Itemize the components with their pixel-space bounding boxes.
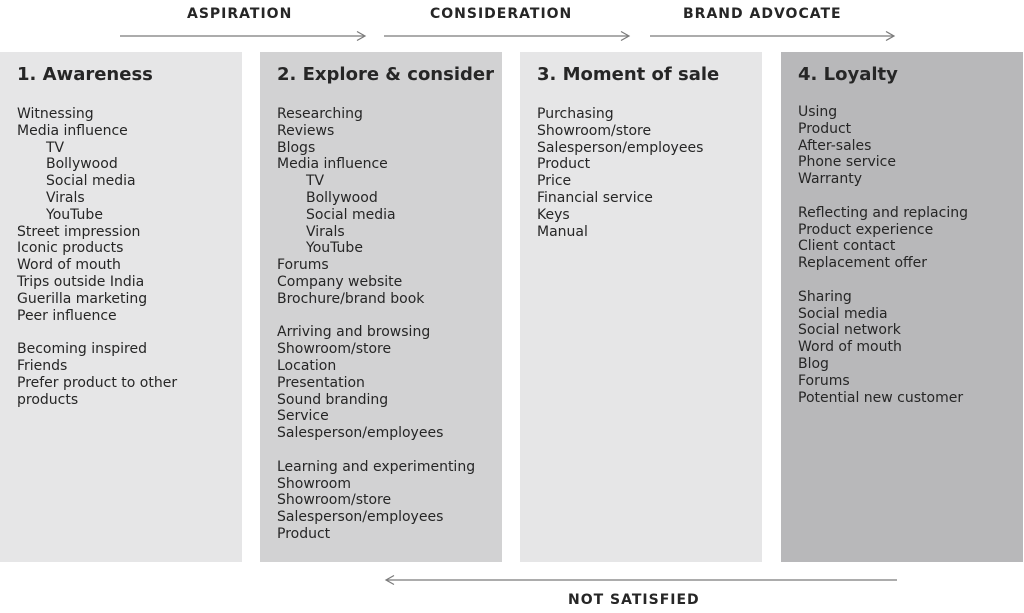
column-title: 3. Moment of sale (537, 64, 720, 85)
list-item: Guerilla marketing (17, 290, 148, 307)
list-item: Social media (798, 305, 888, 322)
column-title: 2. Explore & consider (277, 64, 494, 85)
list-item: Client contact (798, 238, 896, 255)
phase-label-aspiration: ASPIRATION (187, 6, 293, 22)
list-item: Forums (277, 257, 329, 274)
list-item: Showroom/store (537, 122, 652, 139)
list-item: Reflecting and replacing (798, 204, 968, 221)
list-subitem: TV (306, 173, 325, 190)
list-item: Brochure/brand book (277, 290, 425, 307)
list-item: Phone service (798, 154, 896, 171)
list-item: Warranty (798, 171, 863, 188)
list-item: Showroom (277, 475, 351, 492)
list-item: Media influence (277, 156, 388, 173)
list-subitem: YouTube (306, 240, 363, 257)
list-item: Purchasing (537, 106, 614, 122)
list-item: Service (277, 408, 329, 425)
list-item: Replacement offer (798, 255, 928, 272)
list-item: Arriving and browsing (277, 324, 431, 341)
list-item: Location (277, 357, 337, 374)
list-item: Product experience (798, 221, 934, 238)
list-subitem: Social media (46, 173, 136, 190)
list-item: Potential new customer (798, 389, 964, 406)
list-item: Product (798, 120, 852, 137)
column-title: 1. Awareness (17, 64, 153, 85)
list-item: Showroom/store (277, 492, 392, 509)
list-item: Word of mouth (17, 257, 121, 274)
list-subitem: Bollywood (306, 189, 378, 206)
list-item: Researching (277, 106, 363, 122)
list-item: Reviews (277, 122, 335, 139)
list-item: Keys (537, 206, 570, 223)
list-subitem: Virals (306, 223, 345, 240)
list-item: Salesperson/employees (277, 425, 444, 442)
list-subitem: Virals (46, 189, 85, 206)
list-item: Media influence (17, 122, 128, 139)
list-item: Peer influence (17, 307, 117, 324)
list-item: Forums (798, 372, 850, 389)
list-item: Sharing (798, 288, 852, 305)
list-item: Salesperson/employees (537, 139, 704, 156)
phase-label-consideration: CONSIDERATION (430, 6, 573, 22)
arrowhead-consideration (620, 30, 631, 42)
list-subitem: YouTube (46, 206, 103, 223)
list-item: Street impression (17, 223, 141, 240)
list-item: Word of mouth (798, 339, 902, 356)
not-satisfied-label: NOT SATISFIED (568, 592, 700, 608)
list-item: Using (798, 104, 838, 120)
list-item: Financial service (537, 189, 653, 206)
arrowhead-brand-advocate (885, 30, 896, 42)
list-item: Iconic products (17, 240, 124, 257)
list-item: Presentation (277, 374, 365, 391)
list-item: Friends (17, 357, 68, 374)
list-item: Blogs (277, 139, 316, 156)
list-item: Learning and experimenting (277, 458, 476, 475)
arrowhead-not-satisfied (384, 574, 395, 586)
list-item: Salesperson/employees (277, 509, 444, 526)
list-subitem: Social media (306, 206, 396, 223)
list-item: Price (537, 173, 572, 190)
arrowhead-aspiration (356, 30, 367, 42)
phase-label-brand-advocate: BRAND ADVOCATE (683, 6, 842, 22)
list-item: Blog (798, 355, 829, 372)
list-item: Showroom/store (277, 341, 392, 358)
list-item: Product (277, 525, 331, 542)
list-item: Company website (277, 273, 403, 290)
list-subitem: Bollywood (46, 156, 118, 173)
list-item: After-sales (798, 137, 872, 154)
list-item: Manual (537, 223, 588, 240)
list-item: Prefer product to other products (17, 374, 178, 408)
list-item: Trips outside India (17, 273, 145, 290)
list-item: Witnessing (17, 106, 94, 122)
list-item: Product (537, 156, 591, 173)
list-item: Social network (798, 322, 901, 339)
list-item: Becoming inspired (17, 341, 147, 358)
list-subitem: TV (46, 139, 65, 156)
column-title: 4. Loyalty (798, 64, 898, 85)
list-item: Sound branding (277, 391, 389, 408)
